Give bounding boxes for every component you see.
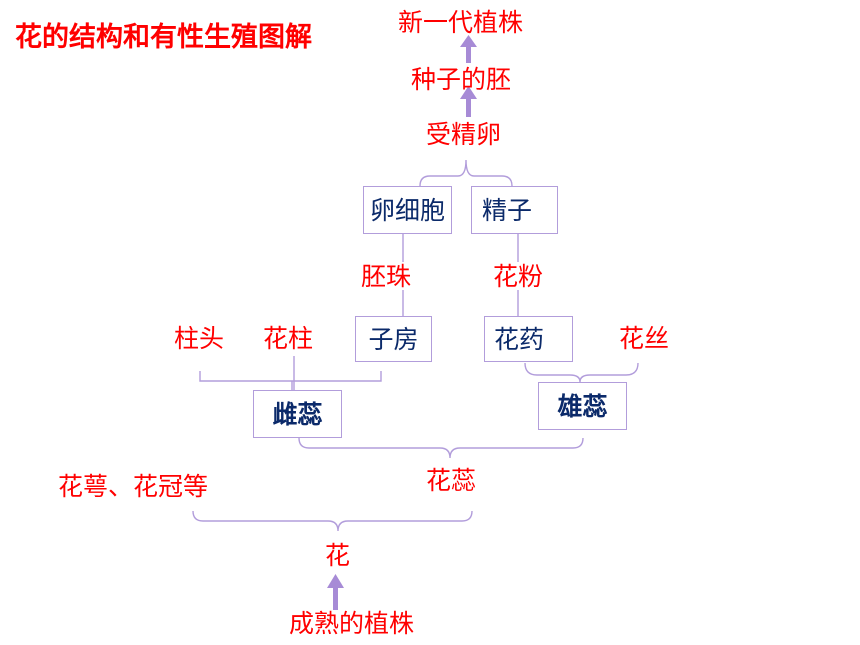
node-pollen: 花粉 — [493, 262, 544, 291]
node-stamens-pistils: 花蕊 — [426, 466, 477, 495]
node-flower: 花 — [325, 541, 351, 570]
node-egg-cell: 卵细胞 — [363, 186, 452, 234]
arrow-embryo-to-new-plant — [460, 35, 477, 47]
brace-flower — [192, 510, 473, 532]
node-sperm: 精子 — [471, 186, 558, 234]
node-zygote: 受精卵 — [426, 120, 502, 149]
node-others: 花萼、花冠等 — [58, 472, 209, 501]
node-new-plant: 新一代植株 — [398, 8, 524, 37]
arrow-zygote-to-embryo — [460, 86, 477, 99]
node-ovule: 胚珠 — [361, 262, 412, 291]
arrow-mature-to-flower — [327, 574, 344, 588]
node-stamen: 雄蕊 — [538, 382, 627, 430]
node-mature-plant: 成熟的植株 — [289, 609, 415, 638]
node-style: 花柱 — [263, 324, 314, 353]
node-filament: 花丝 — [619, 324, 670, 353]
node-embryo: 种子的胚 — [411, 65, 512, 94]
node-anther: 花药 — [484, 316, 573, 362]
node-stigma: 柱头 — [174, 324, 225, 353]
page-title: 花的结构和有性生殖图解 — [15, 22, 312, 53]
brace-pistil — [199, 371, 382, 391]
brace-fertilization — [419, 159, 513, 187]
node-pistil: 雌蕊 — [253, 390, 342, 438]
brace-stamen — [524, 362, 639, 383]
brace-stamens-pistils — [298, 437, 584, 459]
node-ovary: 子房 — [355, 316, 432, 362]
